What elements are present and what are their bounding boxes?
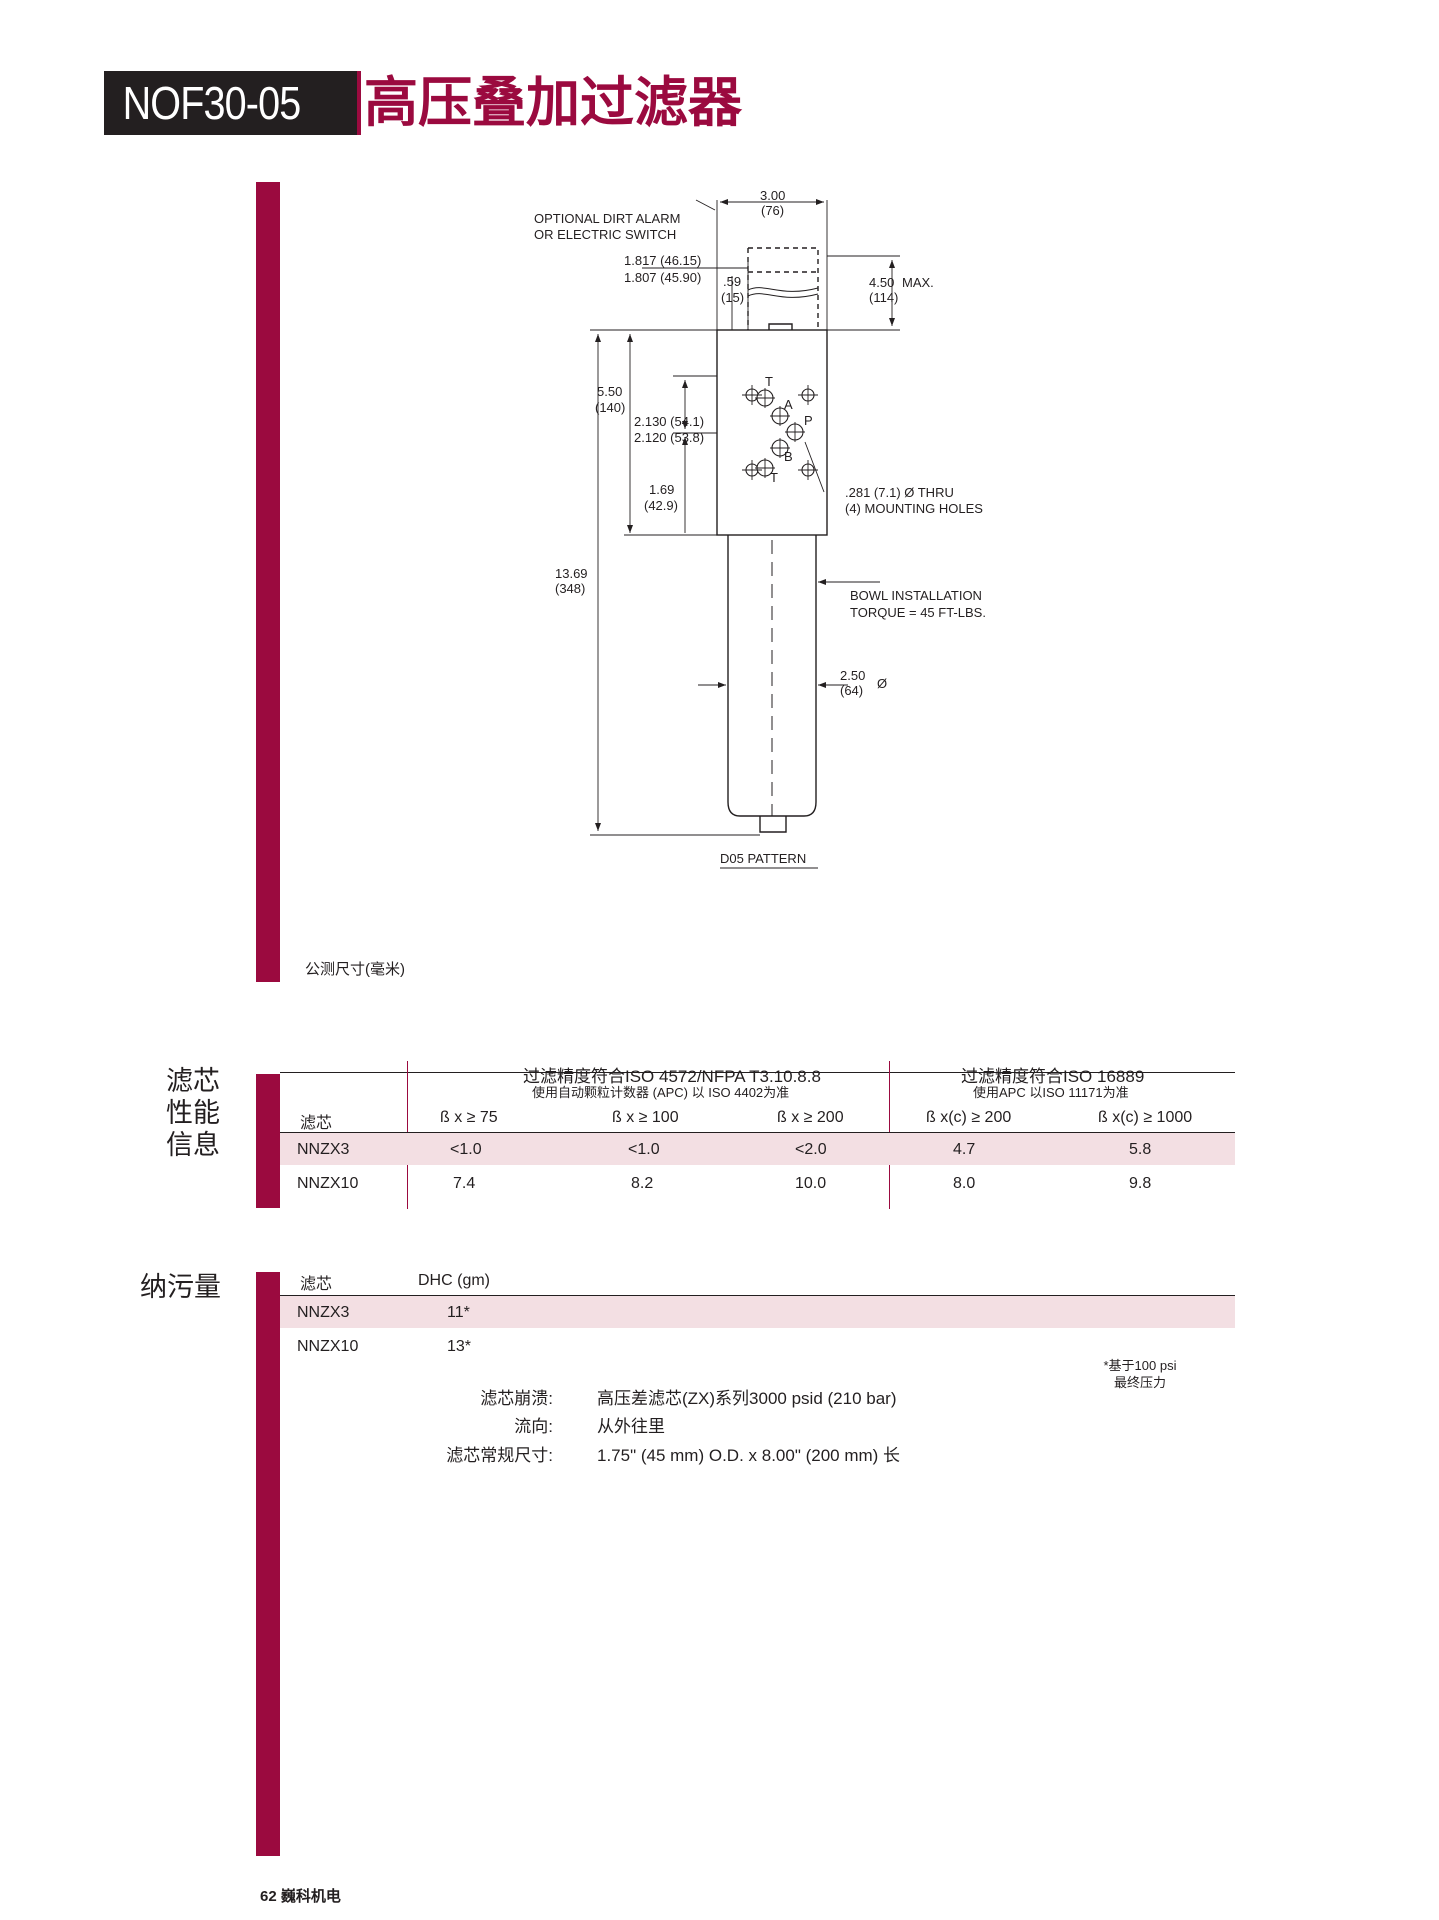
page-title: 高压叠加过滤器 <box>364 71 742 134</box>
label-bowl-1: BOWL INSTALLATION <box>850 588 982 603</box>
group2-title: 过滤精度符合ISO 16889 <box>961 1067 1145 1086</box>
dim-59: .59 <box>723 274 741 289</box>
dim-1-69: 1.69 <box>649 482 674 497</box>
performance-header-rule <box>280 1132 1235 1133</box>
section-bar-performance <box>256 1074 280 1208</box>
dim-1-807: 1.807 (45.90) <box>624 270 701 285</box>
capacity-header-rule <box>280 1295 1235 1296</box>
capacity-row-shade <box>280 1296 1235 1328</box>
dim-13-69: 13.69 <box>555 566 588 581</box>
table-row-element: NNZX3 <box>297 1141 350 1158</box>
footnote-line-2: 最终压力 <box>1113 1375 1166 1390</box>
table-cell: <1.0 <box>450 1141 482 1158</box>
dim-max: MAX. <box>902 275 934 290</box>
table-row-element: NNZX10 <box>297 1175 359 1192</box>
dim-2-130: 2.130 (54.1) <box>634 414 704 429</box>
performance-label-line-3: 信息 <box>166 1130 220 1161</box>
port-t-top: T <box>765 374 773 389</box>
dim-2-50: 2.50 <box>840 668 865 683</box>
col-header-beta-75: ß x ≥ 75 <box>440 1109 498 1126</box>
col-header-element: 滤芯 <box>300 1115 333 1132</box>
dim-114: (114) <box>869 290 898 305</box>
capacity-footnote: *基于100 psi 最终压力 <box>1080 1357 1200 1391</box>
unit-note: 公测尺寸(毫米) <box>305 961 405 978</box>
spec-label-flow: 流向: <box>514 1417 553 1436</box>
dim-140: (140) <box>595 400 625 415</box>
port-a: A <box>784 397 793 412</box>
spec-value-size: 1.75" (45 mm) O.D. x 8.00" (200 mm) 长 <box>597 1446 901 1465</box>
label-mounting-holes-2: (4) MOUNTING HOLES <box>845 501 983 516</box>
label-bowl-2: TORQUE = 45 FT-LBS. <box>850 605 986 620</box>
model-number-text: NOF30-05 <box>122 77 302 129</box>
performance-label-line-2: 性能 <box>166 1098 220 1129</box>
label-optional-alarm-1: OPTIONAL DIRT ALARM <box>534 211 680 226</box>
capacity-row-element: NNZX3 <box>297 1304 350 1321</box>
footnote-line-1: *基于100 psi <box>1103 1358 1177 1373</box>
dim-76: (76) <box>761 203 784 218</box>
model-number: NOF30-05 <box>104 71 357 135</box>
port-p: P <box>804 413 813 428</box>
col-header-beta-100: ß x ≥ 100 <box>612 1109 679 1126</box>
dim-64: (64) <box>840 683 863 698</box>
port-t-bottom: T <box>770 470 778 485</box>
table-cell: 10.0 <box>795 1175 827 1192</box>
spec-value-collapse: 高压差滤芯(ZX)系列3000 psid (210 bar) <box>597 1389 897 1408</box>
dim-1-817: 1.817 (46.15) <box>624 253 701 268</box>
group1-subtitle: 使用自动颗粒计数器 (APC) 以 ISO 4402为准 <box>532 1085 790 1100</box>
group2-subtitle: 使用APC 以ISO 11171为准 <box>973 1085 1129 1100</box>
dim-42-9: (42.9) <box>644 498 678 513</box>
label-d05-pattern: D05 PATTERN <box>720 851 806 866</box>
dimension-drawing: OPTIONAL DIRT ALARM OR ELECTRIC SWITCH 3… <box>534 188 986 869</box>
spec-value-flow: 从外往里 <box>597 1417 665 1436</box>
table-cell: 5.8 <box>1129 1141 1152 1158</box>
col-header-beta-c-200: ß x(c) ≥ 200 <box>926 1109 1012 1126</box>
table-row-shade <box>280 1133 1235 1165</box>
dim-348: (348) <box>555 581 585 596</box>
performance-top-rule <box>280 1072 1235 1073</box>
label-optional-alarm-2: OR ELECTRIC SWITCH <box>534 227 676 242</box>
dim-15: (15) <box>721 290 744 305</box>
group1-title: 过滤精度符合ISO 4572/NFPA T3.10.8.8 <box>523 1067 821 1086</box>
title-accent-bar <box>357 71 361 135</box>
spec-label-collapse: 滤芯崩溃: <box>480 1389 553 1408</box>
table-cell: <1.0 <box>628 1141 660 1158</box>
port-b: B <box>784 449 793 464</box>
alarm-switch-outline <box>747 247 819 330</box>
dim-3-00: 3.00 <box>760 188 785 203</box>
capacity-row-dhc: 11* <box>447 1304 470 1321</box>
capacity-row-dhc: 13* <box>447 1338 472 1355</box>
table-cell: 8.2 <box>631 1175 654 1192</box>
section-bar-capacity <box>256 1272 280 1856</box>
capacity-row-element: NNZX10 <box>297 1338 359 1355</box>
performance-label-line-1: 滤芯 <box>166 1066 220 1097</box>
page-footer: 62 巍科机电 <box>260 1888 341 1905</box>
col-header-beta-c-1000: ß x(c) ≥ 1000 <box>1098 1109 1193 1126</box>
dim-4-50: 4.50 <box>869 275 894 290</box>
table-cell: <2.0 <box>795 1141 827 1158</box>
capacity-section-label: 纳污量 <box>140 1272 221 1303</box>
spec-label-size: 滤芯常规尺寸: <box>446 1446 553 1465</box>
table-cell: 7.4 <box>453 1175 476 1192</box>
col-header-beta-200: ß x ≥ 200 <box>777 1109 844 1126</box>
dim-diameter: Ø <box>877 676 887 691</box>
capacity-col-element: 滤芯 <box>300 1276 333 1293</box>
table-cell: 8.0 <box>953 1175 976 1192</box>
capacity-table: 滤芯 DHC (gm) NNZX3 11* NNZX10 13* <box>280 1266 1235 1376</box>
performance-section-label: 滤芯 性能 信息 <box>165 1066 221 1162</box>
table-cell: 9.8 <box>1129 1175 1152 1192</box>
dim-2-120: 2.120 (53.8) <box>634 430 704 445</box>
capacity-col-dhc: DHC (gm) <box>418 1272 490 1289</box>
dim-5-50: 5.50 <box>597 384 622 399</box>
label-mounting-holes-1: .281 (7.1) Ø THRU <box>845 485 954 500</box>
section-bar-drawing <box>256 182 280 982</box>
performance-table: 过滤精度符合ISO 4572/NFPA T3.10.8.8 使用自动颗粒计数器 … <box>280 1060 1235 1210</box>
head-block <box>716 329 828 536</box>
table-cell: 4.7 <box>953 1141 976 1158</box>
